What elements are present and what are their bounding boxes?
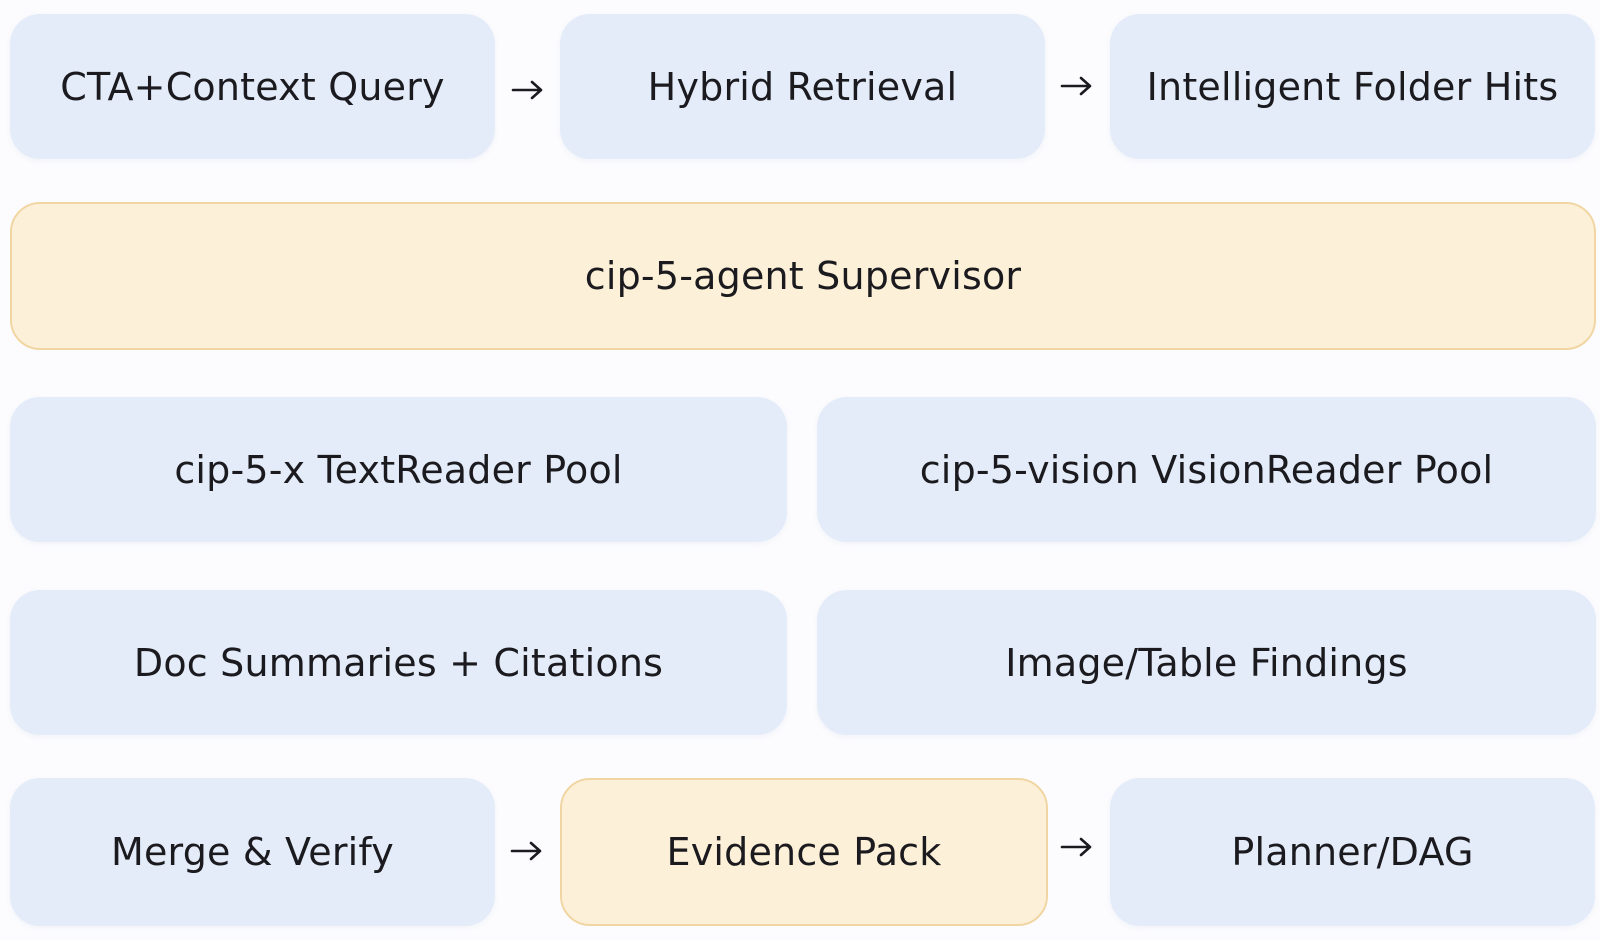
right-arrow-icon: [1057, 832, 1097, 862]
node-label: Image/Table Findings: [1005, 640, 1408, 685]
node-label: CTA+Context Query: [60, 64, 445, 109]
node-textreader-pool: cip-5-x TextReader Pool: [10, 397, 787, 542]
node-visionreader-pool: cip-5-vision VisionReader Pool: [817, 397, 1596, 542]
node-cta-context-query: CTA+Context Query: [10, 14, 495, 159]
node-label: Doc Summaries + Citations: [133, 640, 664, 685]
node-supervisor: cip-5-agent Supervisor: [10, 202, 1596, 350]
right-arrow-icon: [507, 836, 547, 866]
node-label: Hybrid Retrieval: [647, 64, 958, 109]
node-label: Planner/DAG: [1231, 830, 1474, 874]
node-label: cip-5-vision VisionReader Pool: [919, 447, 1494, 492]
node-merge-verify: Merge & Verify: [10, 778, 495, 926]
node-label: Merge & Verify: [110, 830, 394, 874]
node-evidence-pack: Evidence Pack: [560, 778, 1048, 926]
node-planner-dag: Planner/DAG: [1110, 778, 1595, 926]
node-doc-summaries: Doc Summaries + Citations: [10, 590, 787, 735]
node-label: Intelligent Folder Hits: [1146, 64, 1559, 109]
node-label: cip-5-x TextReader Pool: [174, 447, 623, 492]
node-label: cip-5-agent Supervisor: [584, 254, 1022, 298]
node-hybrid-retrieval: Hybrid Retrieval: [560, 14, 1045, 159]
right-arrow-icon: [1057, 71, 1097, 101]
node-intelligent-folder-hits: Intelligent Folder Hits: [1110, 14, 1595, 159]
right-arrow-icon: [508, 75, 548, 105]
node-image-table-findings: Image/Table Findings: [817, 590, 1596, 735]
node-label: Evidence Pack: [666, 830, 942, 874]
